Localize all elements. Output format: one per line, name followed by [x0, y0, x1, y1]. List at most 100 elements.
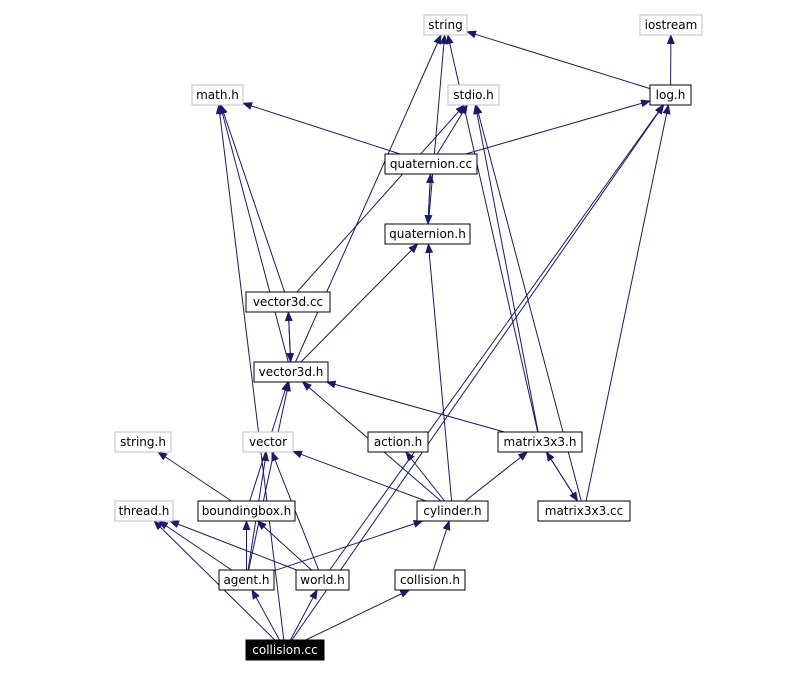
node-box	[218, 569, 275, 591]
edge-vector3d-cc-to-stdio-h	[296, 104, 466, 293]
edges	[153, 30, 675, 641]
edge-world-h-to-thread-h	[168, 520, 297, 571]
edge-cylinder-h-to-vector	[292, 450, 426, 502]
node-vector3d-h[interactable]: vector3d.h	[253, 361, 329, 383]
node-collision-cc[interactable]: collision.cc	[245, 639, 325, 661]
node-box	[242, 431, 294, 453]
edge-cylinder-h-to-quaternion-h	[425, 243, 453, 502]
node-log-h[interactable]: log.h	[649, 84, 692, 106]
node-math-h[interactable]: math.h	[191, 84, 244, 106]
node-quaternion-cc[interactable]: quaternion.cc	[384, 153, 478, 175]
edge-quaternion-h-to-quaternion-cc	[426, 173, 435, 225]
edge-vector3d-h-to-vector3d-cc	[284, 311, 293, 363]
node-label: cylinder.h	[423, 504, 481, 518]
node-box	[649, 84, 692, 106]
edge-boundingbox-h-to-string-h	[157, 451, 232, 502]
edge-world-h-to-log-h	[329, 104, 664, 571]
node-label: vector	[249, 435, 287, 449]
edge-collision-cc-to-log-h	[291, 104, 665, 641]
edge-world-h-to-boundingbox-h	[256, 520, 312, 571]
node-label: log.h	[656, 88, 686, 102]
nodes: string iostream math.h stdio.h log.h quaterni…	[114, 14, 703, 661]
node-box	[384, 223, 471, 245]
edge-vector3d-h-to-string	[295, 34, 442, 363]
edge-quaternion-cc-to-math-h	[242, 102, 401, 155]
edge-collision-h-to-cylinder-h	[432, 520, 451, 571]
edge-vector3d-h-to-math-h	[218, 104, 289, 363]
node-label: collision.cc	[252, 643, 317, 657]
edge-collision-cc-to-collision-h	[305, 589, 411, 641]
node-action-h[interactable]: action.h	[367, 431, 429, 453]
node-box	[191, 84, 244, 106]
node-box	[197, 500, 296, 522]
node-quaternion-h[interactable]: quaternion.h	[384, 223, 471, 245]
node-cylinder-h[interactable]: cylinder.h	[416, 500, 489, 522]
node-label: thread.h	[119, 504, 170, 518]
node-box	[537, 500, 631, 522]
edge-matrix3x3-h-to-vector3d-h	[325, 380, 505, 433]
node-vector3d-cc[interactable]: vector3d.cc	[245, 291, 331, 313]
node-label: string.h	[120, 435, 166, 449]
node-label: action.h	[374, 435, 422, 449]
edge-agent-h-to-cylinder-h	[273, 520, 424, 572]
edge-vector3d-h-to-quaternion-h	[300, 243, 419, 363]
node-box	[253, 361, 329, 383]
node-label: world.h	[300, 573, 344, 587]
edge-collision-cc-to-thread-h	[153, 520, 276, 641]
node-matrix3x3-h[interactable]: matrix3x3.h	[497, 431, 583, 453]
edge-log-h-to-string	[466, 30, 651, 90]
node-thread-h[interactable]: thread.h	[114, 500, 174, 522]
node-box	[639, 14, 703, 36]
node-collision-h[interactable]: collision.h	[394, 569, 466, 591]
node-box	[245, 639, 325, 661]
node-label: string	[428, 18, 462, 32]
node-agent-h[interactable]: agent.h	[218, 569, 275, 591]
edge-agent-h-to-thread-h	[158, 520, 232, 571]
node-box	[394, 569, 466, 591]
edge-collision-cc-to-world-h	[289, 589, 318, 641]
edge-collision-cc-to-math-h	[215, 104, 285, 641]
node-boundingbox-h[interactable]: boundingbox.h	[197, 500, 296, 522]
edge-vector3d-cc-to-math-h	[220, 104, 286, 293]
node-label: quaternion.h	[389, 227, 466, 241]
edge-matrix3x3-cc-to-log-h	[585, 104, 671, 502]
node-label: vector3d.cc	[253, 295, 323, 309]
node-label: agent.h	[223, 573, 269, 587]
edge-matrix3x3-cc-to-matrix3x3-h	[545, 451, 579, 502]
node-vector[interactable]: vector	[242, 431, 294, 453]
edge-agent-h-to-vector3d-h	[248, 381, 291, 571]
node-matrix3x3-cc[interactable]: matrix3x3.cc	[537, 500, 631, 522]
node-box	[497, 431, 583, 453]
node-world-h[interactable]: world.h	[295, 569, 350, 591]
node-label: math.h	[196, 88, 239, 102]
node-label: iostream	[645, 18, 698, 32]
node-label: matrix3x3.h	[504, 435, 577, 449]
node-box	[384, 153, 478, 175]
node-label: stdio.h	[453, 88, 493, 102]
node-box	[245, 291, 331, 313]
edge-collision-cc-to-agent-h	[251, 589, 280, 641]
edge-quaternion-h-to-string	[427, 34, 448, 225]
node-label: quaternion.cc	[390, 157, 472, 171]
node-label: boundingbox.h	[202, 504, 291, 518]
node-label: collision.h	[400, 573, 460, 587]
node-box	[416, 500, 489, 522]
edge-matrix3x3-h-to-stdio-h	[473, 104, 539, 433]
node-string-h[interactable]: string.h	[114, 431, 172, 453]
edge-quaternion-cc-to-stdio-h	[436, 104, 468, 155]
node-box	[114, 500, 174, 522]
node-box	[367, 431, 429, 453]
node-box	[423, 14, 468, 36]
node-string[interactable]: string	[423, 14, 468, 36]
node-label: vector3d.h	[259, 365, 324, 379]
edge-cylinder-h-to-matrix3x3-h	[464, 451, 529, 502]
edge-quaternion-cc-to-log-h	[465, 99, 651, 155]
node-label: matrix3x3.cc	[545, 504, 624, 518]
node-stdio-h[interactable]: stdio.h	[447, 84, 500, 106]
node-box	[295, 569, 350, 591]
node-box	[447, 84, 500, 106]
edge-cylinder-h-to-action-h	[405, 451, 445, 502]
node-iostream[interactable]: iostream	[639, 14, 703, 36]
node-box	[114, 431, 172, 453]
